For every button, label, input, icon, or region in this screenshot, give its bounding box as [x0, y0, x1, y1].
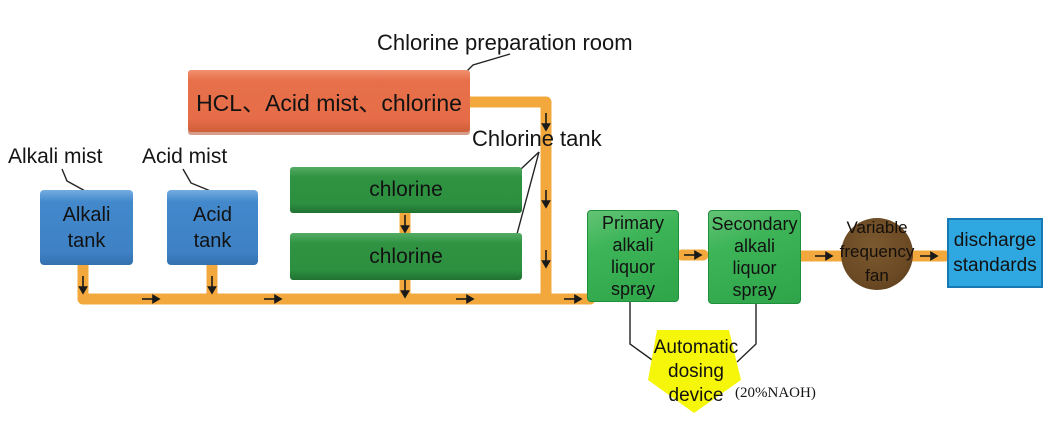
variable-frequency-fan-label: Variable frequency fan	[839, 218, 915, 285]
acid-tank-box: Acid tank	[167, 190, 258, 265]
line-primary-to-dosing	[629, 301, 656, 363]
line-secondary-to-dosing	[736, 303, 757, 363]
callout-line-chlorine-tank-2	[516, 151, 540, 235]
chlorine-tank-callout: Chlorine tank	[472, 126, 602, 151]
naoh-concentration-note: (20%NAOH)	[735, 385, 816, 401]
callout-line-chlorine-tank-1	[520, 151, 540, 170]
pipe-main-bottom	[77, 253, 596, 305]
automatic-dosing-device-label: Automatic dosing device	[653, 337, 739, 406]
acid-mist-callout: Acid mist	[142, 145, 228, 168]
variable-frequency-fan-circle	[841, 218, 913, 290]
discharge-standards-box: discharge standards	[947, 218, 1043, 288]
dosing-device-shape	[648, 330, 741, 413]
prep-room-box: HCL、Acid mist、chlorine	[188, 70, 470, 132]
chlorine-box-top: chlorine	[290, 167, 522, 213]
pipe-preproom-to-chlorinetank	[464, 96, 552, 305]
primary-alkali-spray-box: Primary alkali liquor spray	[587, 210, 679, 302]
callout-lines	[61, 53, 757, 363]
callout-line-acid-mist	[182, 168, 214, 193]
alkali-tank-box: Alkali tank	[40, 190, 133, 265]
chlorine-box-bottom: chlorine	[290, 233, 522, 280]
callout-line-prep-room	[466, 53, 511, 72]
callout-line-alkali-mist	[61, 168, 88, 193]
flow-arrows	[78, 113, 939, 304]
secondary-alkali-spray-box: Secondary alkali liquor spray	[708, 210, 801, 304]
chlorine-preparation-room-callout: Chlorine preparation room	[377, 30, 633, 55]
alkali-mist-callout: Alkali mist	[8, 145, 103, 168]
